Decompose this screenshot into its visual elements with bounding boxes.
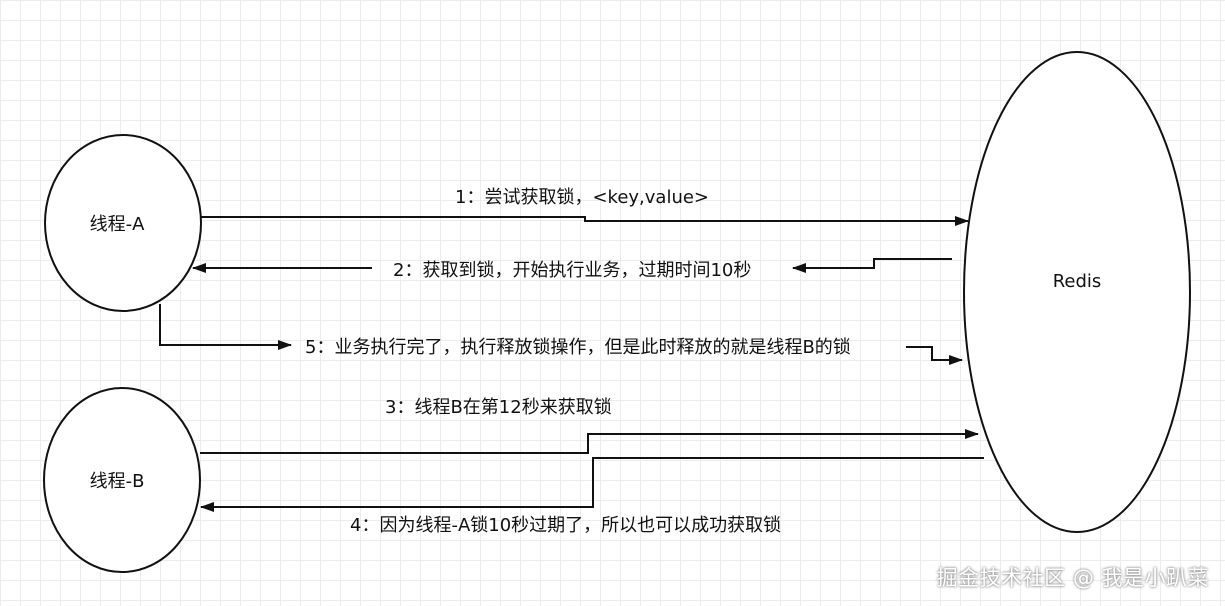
edge-step1-label: 1：尝试获取锁，<key,value> <box>455 187 709 208</box>
thread-a-label: 线程-A <box>90 214 145 235</box>
redis-node <box>963 51 1191 533</box>
redis-label: Redis <box>1053 271 1102 292</box>
edge-step3-arrow <box>200 429 979 454</box>
edge-step2-label: 2：获取到锁，开始执行业务，过期时间10秒 <box>393 260 751 281</box>
edge-step5-label: 5：业务执行完了，执行释放锁操作，但是此时释放的就是线程B的锁 <box>305 337 851 358</box>
thread-b-node <box>43 387 201 573</box>
thread-b-label: 线程-B <box>90 471 145 492</box>
edge-step4-label: 4：因为线程-A锁10秒过期了，所以也可以成功获取锁 <box>350 515 781 536</box>
edge-step1-arrow <box>201 216 969 226</box>
thread-a-node <box>44 134 202 312</box>
watermark-text: 掘金技术社区 @ 我是小趴菜 <box>936 566 1209 590</box>
edge-step3-label: 3：线程B在第12秒来获取锁 <box>385 397 612 418</box>
edge-step2-arrow-right <box>792 258 952 273</box>
edge-step5-arrow-left <box>159 304 292 350</box>
edge-step4-arrow <box>200 457 984 512</box>
edge-step5-arrow-right <box>906 346 963 365</box>
